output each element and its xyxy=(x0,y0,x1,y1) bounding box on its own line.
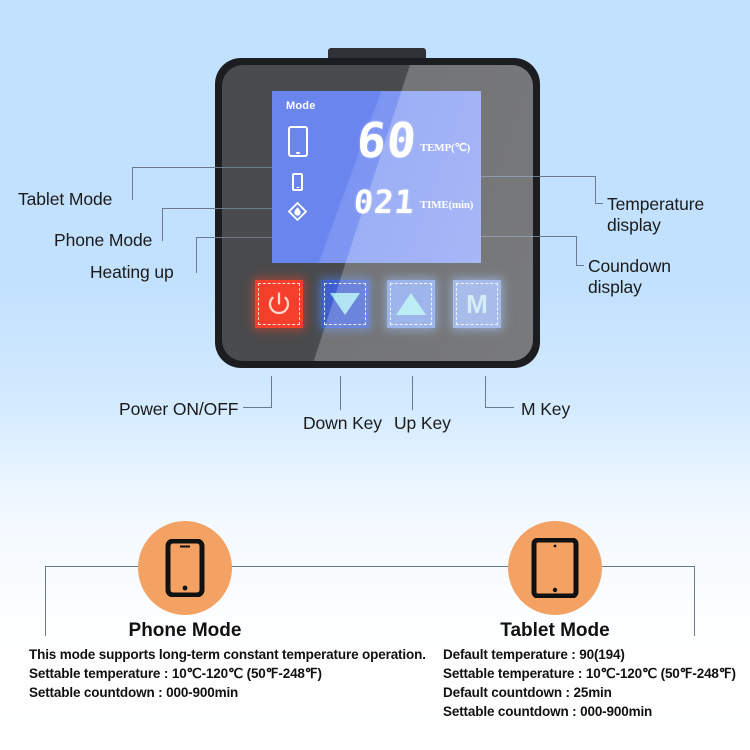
leader-line-temperature-display-drop xyxy=(595,176,596,204)
down-key-button[interactable] xyxy=(321,280,369,328)
callout-power-on-off: Power ON/OFF xyxy=(119,399,239,419)
leader-line-temperature-display xyxy=(472,176,595,177)
tablet-mode-title: Tablet Mode xyxy=(500,620,610,641)
up-key-button[interactable] xyxy=(387,280,435,328)
callout-tablet-mode: Tablet Mode xyxy=(18,189,113,209)
mode-label: Mode xyxy=(286,100,316,112)
device-face: Mode 60 TEMP(℃) 021 TIME(min) xyxy=(222,65,533,361)
button-corner-frame xyxy=(324,283,366,325)
phone-mode-icon xyxy=(292,173,303,191)
button-corner-frame xyxy=(456,283,498,325)
leader-line-temperature-display-tip xyxy=(595,203,603,204)
leader-line-m-key xyxy=(485,407,514,408)
heating-up-icon xyxy=(287,201,308,222)
leader-line-power-key xyxy=(243,407,272,408)
button-row: M xyxy=(255,280,502,330)
button-corner-frame xyxy=(390,283,432,325)
callout-countdown-display: Coundown display xyxy=(588,256,671,297)
m-key-button[interactable]: M xyxy=(453,280,501,328)
leader-line-heating-up-drop xyxy=(196,237,197,273)
temperature-unit-label: TEMP(℃) xyxy=(420,142,471,154)
callout-down-key: Down Key xyxy=(303,413,382,433)
callout-heating-up: Heating up xyxy=(90,262,174,282)
m-key-label: M xyxy=(466,288,488,319)
phone-mode-title: Phone Mode xyxy=(128,620,242,641)
bottom-connector-line xyxy=(45,566,695,567)
leader-line-power-key-drop xyxy=(271,376,272,408)
leader-line-countdown-display-tip xyxy=(576,265,584,266)
lcd-screen: Mode 60 TEMP(℃) 021 TIME(min) xyxy=(272,91,481,263)
tablet-icon xyxy=(531,538,579,598)
leader-line-phone-mode xyxy=(162,208,292,209)
leader-line-tablet-mode xyxy=(132,167,292,168)
callout-up-key: Up Key xyxy=(394,413,451,433)
tablet-mode-icon xyxy=(288,126,308,157)
button-corner-frame xyxy=(258,283,300,325)
callout-temperature-display: Temperature display xyxy=(607,194,705,235)
leader-line-countdown-display xyxy=(466,236,576,237)
leader-line-tablet-mode-drop xyxy=(132,167,133,200)
leader-line-down-key-drop xyxy=(340,376,341,410)
leader-line-up-key-drop xyxy=(412,376,413,410)
bottom-connector-right-drop xyxy=(694,566,695,636)
leader-line-countdown-display-drop xyxy=(576,236,577,266)
down-arrow-icon xyxy=(330,293,360,315)
leader-line-heating-up xyxy=(196,237,292,238)
leader-line-phone-mode-drop xyxy=(162,208,163,241)
device-body: Mode 60 TEMP(℃) 021 TIME(min) xyxy=(215,58,540,368)
phone-icon xyxy=(165,539,205,597)
countdown-unit-label: TIME(min) xyxy=(420,199,474,211)
tablet-mode-badge xyxy=(508,521,602,615)
countdown-display-value: 021 xyxy=(352,183,417,221)
device-top-tab xyxy=(328,48,426,61)
callout-m-key: M Key xyxy=(521,399,571,419)
temperature-display-value: 60 xyxy=(354,113,420,169)
callout-phone-mode: Phone Mode xyxy=(54,230,153,250)
leader-line-m-key-drop xyxy=(485,376,486,408)
tablet-mode-description: Default temperature : 90(194) Settable t… xyxy=(443,647,736,720)
phone-mode-badge xyxy=(138,521,232,615)
up-arrow-icon xyxy=(396,293,426,315)
power-icon xyxy=(268,292,290,315)
bottom-connector-left-drop xyxy=(45,566,46,636)
phone-mode-description: This mode supports long-term constant te… xyxy=(29,647,426,701)
power-button[interactable] xyxy=(255,280,303,328)
